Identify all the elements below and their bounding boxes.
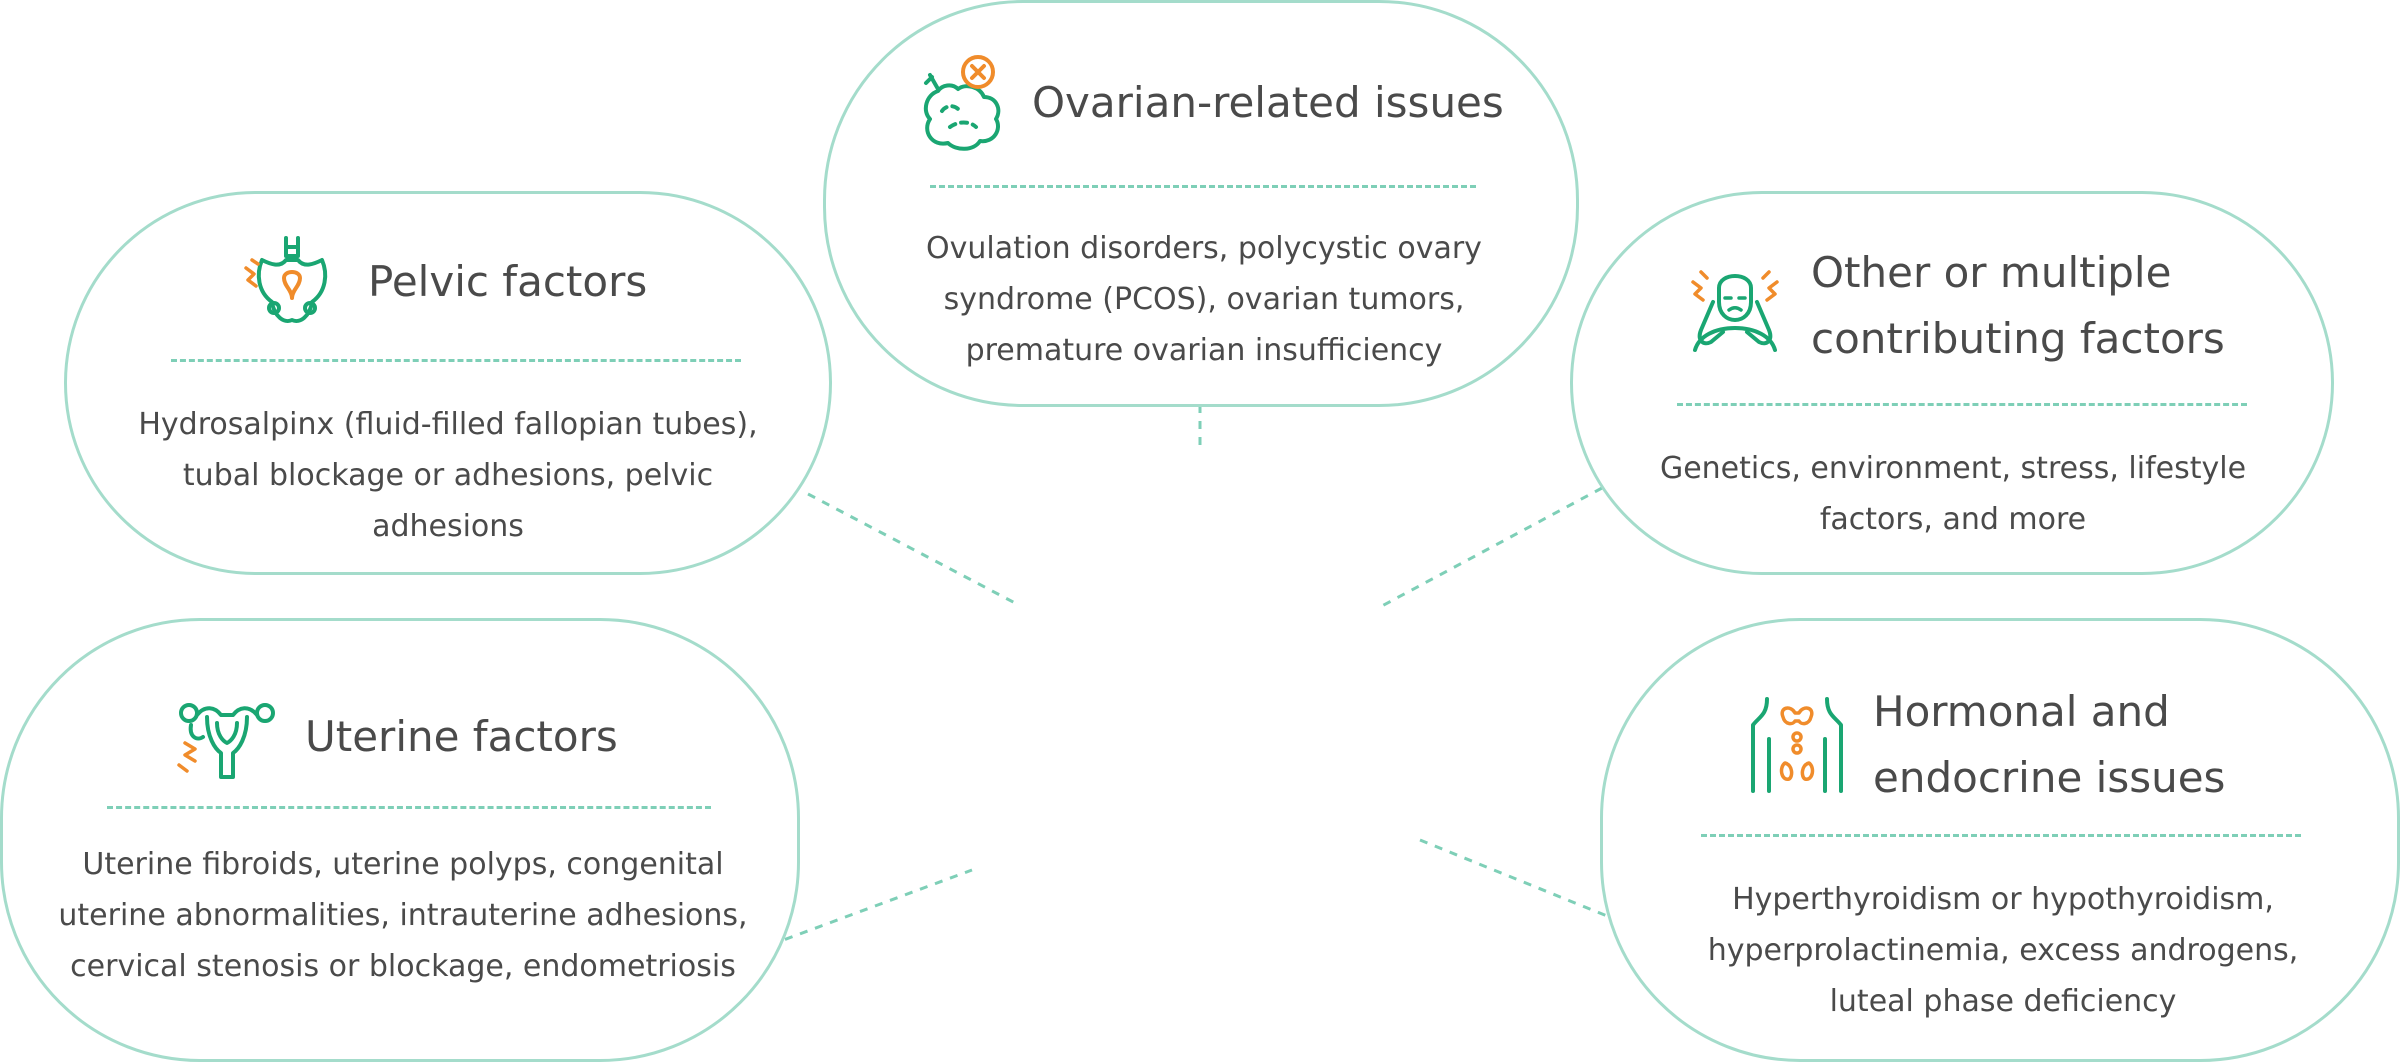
pelvic-description: Hydrosalpinx (fluid-filled fallopian tub…: [138, 407, 758, 544]
connector-other: [1379, 486, 1603, 609]
card-uterine: Uterine factors Uterine fibroids, uterin…: [0, 618, 800, 1062]
uterine-divider: [107, 806, 711, 809]
card-hormonal: Hormonal and endocrine issues Hyperthyro…: [1600, 618, 2400, 1062]
pelvic-title: Pelvic factors: [368, 257, 648, 307]
other-title: Other or multiple contributing factors: [1811, 240, 2225, 372]
uterine-description: Uterine fibroids, uterine polyps, congen…: [58, 847, 748, 984]
card-ovarian: Ovarian-related issues Ovulation disorde…: [823, 0, 1579, 407]
card-pelvic: Pelvic factors Hydrosalpinx (fluid-fille…: [64, 191, 832, 575]
connector-uterine: [769, 868, 973, 947]
ovarian-title: Ovarian-related issues: [1032, 78, 1504, 128]
other-title-line1: Other or multiple: [1811, 248, 2172, 297]
hormonal-title-line2: endocrine issues: [1873, 753, 2226, 802]
ovarian-description: Ovulation disorders, polycystic ovary sy…: [926, 231, 1482, 368]
card-other: Other or multiple contributing factors G…: [1570, 191, 2334, 575]
hormonal-title: Hormonal and endocrine issues: [1873, 679, 2225, 811]
other-description: Genetics, environment, stress, lifestyle…: [1659, 451, 2247, 537]
ovarian-divider: [930, 185, 1476, 188]
hormonal-title-line1: Hormonal and: [1873, 687, 2170, 736]
pelvis-icon: [244, 236, 328, 323]
thyroid-endocrine-icon: [1751, 697, 1843, 793]
uterus-icon: [177, 703, 275, 779]
pelvic-divider: [171, 359, 741, 362]
hormonal-divider: [1701, 834, 2301, 837]
ovary-icon: [923, 55, 1001, 151]
stressed-person-icon: [1691, 270, 1779, 352]
other-divider: [1677, 403, 2247, 406]
other-title-line2: contributing factors: [1811, 314, 2225, 363]
uterine-title: Uterine factors: [305, 712, 618, 762]
hormonal-description: Hyperthyroidism or hypothyroidism, hyper…: [1707, 882, 2299, 1019]
connector-pelvic: [807, 492, 1016, 605]
connector-hormonal: [1419, 838, 1613, 920]
